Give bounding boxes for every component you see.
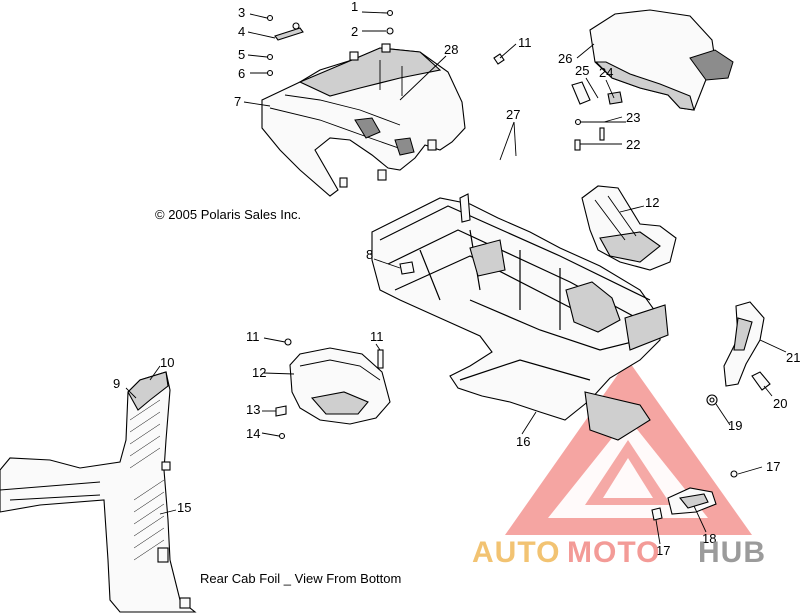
- callout-15: 15: [177, 500, 191, 515]
- callout-26: 26: [558, 51, 572, 66]
- seat-assembly: [571, 9, 734, 151]
- watermark-word-moto: MOTO: [567, 536, 660, 569]
- callout-14: 14: [246, 426, 260, 441]
- callout-16: 16: [516, 434, 530, 449]
- callout-2: 2: [351, 24, 358, 39]
- rear-cab-foil: [0, 371, 197, 613]
- callout-20: 20: [773, 396, 787, 411]
- callout-27: 27: [506, 107, 520, 122]
- watermark-word-hub: HUB: [698, 536, 766, 569]
- copyright-text: © 2005 Polaris Sales Inc.: [155, 207, 301, 222]
- callout-7: 7: [234, 94, 241, 109]
- callout-11-mid-left: 11: [246, 329, 260, 344]
- foil-hatching: [129, 399, 165, 561]
- callout-13: 13: [246, 402, 260, 417]
- callout-4: 4: [238, 24, 245, 39]
- frame-assembly: [371, 193, 669, 441]
- footwell-left: [275, 338, 391, 440]
- callout-17-right: 17: [766, 459, 780, 474]
- fasteners-top: [266, 9, 505, 77]
- callout-25: 25: [575, 63, 589, 78]
- callout-1: 1: [351, 0, 358, 14]
- callout-10: 10: [160, 355, 174, 370]
- callout-8: 8: [366, 247, 373, 262]
- footwell-right: [581, 185, 677, 271]
- callout-22: 22: [626, 137, 640, 152]
- callout-21: 21: [786, 350, 800, 365]
- callout-19: 19: [728, 418, 742, 433]
- callout-12-bottom: 12: [252, 365, 266, 380]
- figure-caption: Rear Cab Foil _ View From Bottom: [200, 571, 401, 586]
- callout-24: 24: [599, 65, 613, 80]
- callout-11-top: 11: [518, 35, 532, 50]
- callout-5: 5: [238, 47, 245, 62]
- rear-fender-assembly: [261, 43, 466, 197]
- callout-6: 6: [238, 66, 245, 81]
- callout-9: 9: [113, 376, 120, 391]
- callout-23: 23: [626, 110, 640, 125]
- callout-labels: 1 2 3 4 5 6 7 28 11 27 26 25 24 23 22 © …: [113, 0, 800, 586]
- callout-11-mid-right: 11: [370, 329, 384, 344]
- watermark-text: AUTO MOTO HUB: [472, 536, 766, 569]
- callout-18: 18: [702, 531, 716, 546]
- callout-12-top: 12: [645, 195, 659, 210]
- right-side-parts: [651, 301, 771, 521]
- callout-28: 28: [444, 42, 458, 57]
- callout-17-bottom: 17: [656, 543, 670, 558]
- watermark-word-auto: AUTO: [472, 536, 560, 569]
- callout-3: 3: [238, 5, 245, 20]
- leader-lines: [125, 11, 787, 545]
